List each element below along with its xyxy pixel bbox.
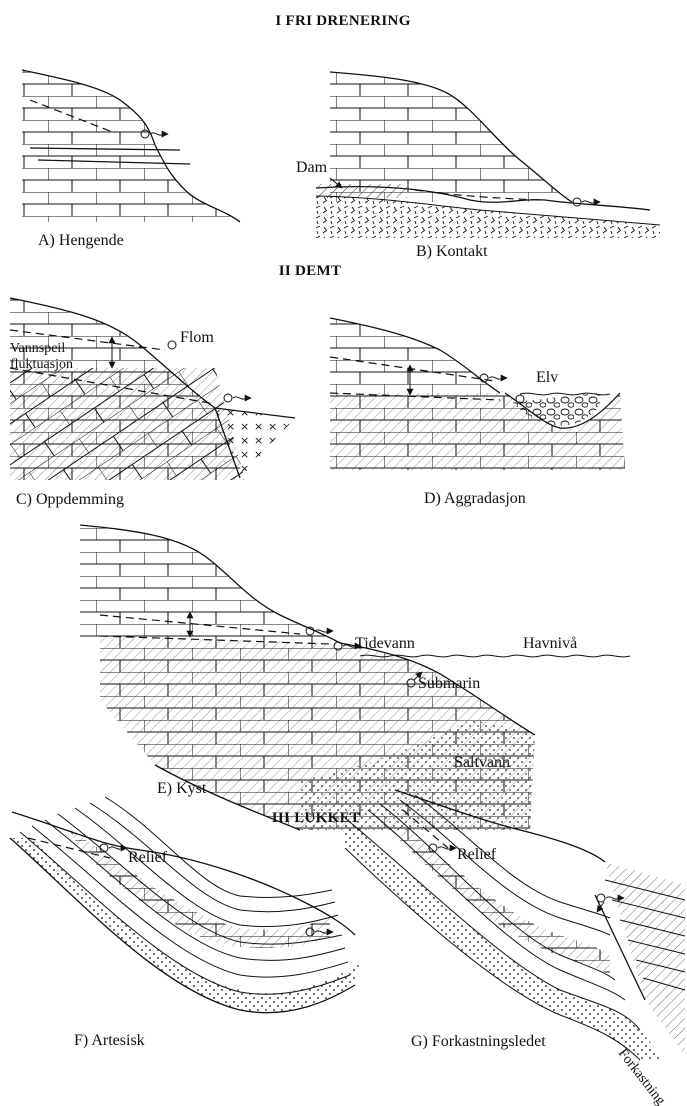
caption-e: E) Kyst [157,780,207,797]
label-fluktuasjon: fluktuasjon [10,357,73,372]
label-relief-g: Relief [457,846,497,863]
panel-a-hengende: A) Hengende [20,65,250,249]
label-elv: Elv [536,369,558,386]
panel-e-kyst: Tidevann Havnivå Submarin Saltvann E) Ky… [80,522,630,830]
label-saltvann: Saltvann [454,754,510,771]
label-relief-f: Relief [128,849,168,866]
panel-f-artesisk: Relief F) Artesisk [10,797,360,1049]
caption-f: F) Artesisk [74,1032,145,1049]
panel-c-oppdemming: Vannspeil fluktuasjon Flom C) Oppdemming [10,296,295,508]
panel-b-kontakt: Dam B) Kontakt [296,70,660,260]
label-flom: Flom [180,329,214,346]
caption-b: B) Kontakt [416,243,488,260]
label-havniva: Havnivå [523,635,577,652]
caption-a: A) Hengende [38,232,124,249]
caption-c: C) Oppdemming [16,491,124,508]
caption-g: G) Forkastningsledet [411,1033,546,1050]
label-submarin: Submarin [418,675,480,692]
caption-d: D) Aggradasjon [424,490,526,507]
label-vannspeil: Vannspeil [10,341,65,356]
section-title-fri-drenering: I FRI DRENERING [275,13,410,29]
panel-g-forkastningsledet: Relief Forkastning G) Forkastningsledet [345,790,685,1106]
label-tidevann: Tidevann [355,635,415,652]
label-dam: Dam [296,159,328,176]
section-title-demt: II DEMT [279,263,342,279]
panel-d-aggradasjon: Elv D) Aggradasjon [330,316,625,507]
